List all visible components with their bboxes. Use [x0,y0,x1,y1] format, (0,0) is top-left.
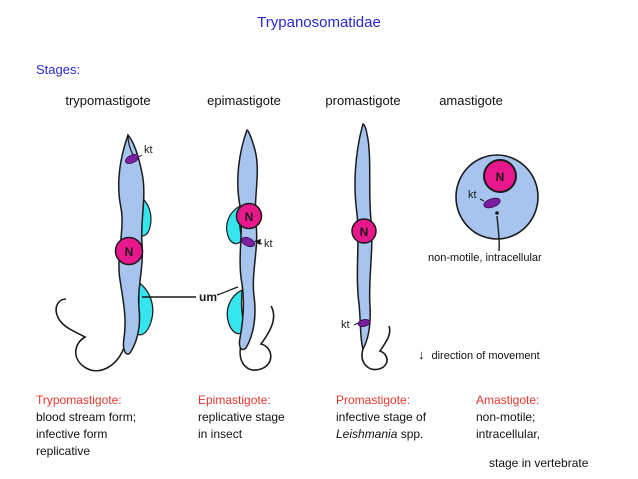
um-label: um [199,290,217,304]
amastigote-description: Amastigote: non-motile; intracellular, [476,392,540,443]
heading-epimastigote: epimastigote [207,93,281,108]
description-line: intracellular, [476,427,541,441]
nucleus-label: N [496,170,505,184]
genus-name: Leishmania [336,427,398,441]
promastigote-nucleus [351,218,377,244]
page-title: Trypanosomatidae [257,14,381,31]
species-abbrev: spp. [397,427,424,441]
kt-label: kt [341,319,350,331]
amastigote-body [455,154,539,240]
kt-label: kt [264,238,273,250]
epimastigote-kinetoplast [241,236,255,248]
heading-amastigote: amastigote [439,93,503,108]
description-line: Leishmania spp. [336,426,426,443]
promastigote-description-heading: Promastigote: [336,393,411,407]
description-line: infective stage of [336,410,427,424]
trypomastigote-kinetoplast [125,154,139,164]
trypomastigote-flagellum-tip [127,135,134,156]
kt-label: kt [144,144,153,156]
trypomastigote-figure: N kt [55,133,154,372]
kt-pointer-line [353,322,359,326]
trypomastigote-nucleus [114,236,144,266]
amastigote-description-heading: Amastigote: [476,393,540,407]
promastigote-kinetoplast [357,319,371,327]
amastigote-figure: N kt [455,154,539,252]
promastigote-flagellum-tail [361,325,391,371]
description-line: replicative stage [198,410,285,424]
um-line-right [216,286,239,296]
amastigote-basal-dot [495,211,499,215]
epimastigote-description: Epimastigote: replicative stage in insec… [198,392,285,443]
vertebrate-note: stage in vertebrate [489,456,589,470]
description-line: replicative [36,444,91,458]
amastigote-nucleus [483,159,517,193]
nucleus-label: N [125,245,134,259]
epimastigote-nucleus [235,202,263,230]
stages-label: Stages: [36,62,81,77]
description-line: infective form [36,427,108,441]
epimastigote-flagellum-tail [239,305,275,371]
description-line: in insect [198,427,243,441]
kt-label: kt [468,189,477,201]
trypomastigote-description: Trypomastigote: blood stream form; infec… [36,392,136,460]
epimastigote-description-heading: Epimastigote: [198,393,271,407]
down-arrow-icon: ↓ [418,347,425,362]
promastigote-description: Promastigote: infective stage of Leishma… [336,392,426,443]
heading-promastigote: promastigote [325,93,401,108]
nucleus-label: N [245,210,254,224]
promastigote-figure: N kt [341,123,391,371]
amastigote-kinetoplast [483,197,501,209]
kt-pointer-line [479,198,485,202]
epimastigote-figure: N kt um [142,129,275,371]
movement-note-text: direction of movement [431,350,540,362]
amastigote-flagellum-stub [496,215,500,252]
description-line: non-motile; [476,410,536,424]
kt-pointer-line [136,154,143,159]
epimastigote-membrane-lower [226,288,246,335]
kt-pointer-arrowhead [254,239,261,245]
movement-note: ↓ direction of movement [418,347,540,362]
nucleus-label: N [360,225,369,239]
trypomastigote-description-heading: Trypomastigote: [36,393,122,407]
trypomastigote-flagellum-tail [55,298,126,372]
description-line: blood stream form; [36,410,137,424]
heading-trypomastigote: trypomastigote [65,93,151,108]
amastigote-note: non-motile, intracellular [428,252,542,264]
